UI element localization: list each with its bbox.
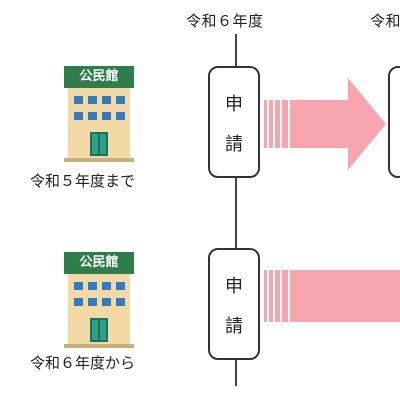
building-base [64,344,134,348]
community-center-icon: 公民館 [64,66,134,162]
window [74,282,83,290]
window [116,112,125,120]
arrow-top [264,78,386,170]
window [88,96,97,104]
window [102,282,111,290]
window [74,96,83,104]
window [74,112,83,120]
window [102,112,111,120]
window [74,298,83,306]
caption-until-r5: 令和５年度まで [30,172,136,190]
application-box: 申 請 [208,66,260,178]
building-body [68,88,130,158]
building-sign: 公民館 [64,252,134,274]
window [116,282,125,290]
window [88,298,97,306]
application-char-2: 請 [225,316,243,337]
window [116,298,125,306]
door [90,132,108,156]
caption-from-r6: 令和６年度から [30,354,136,372]
application-box: 申 請 [208,248,260,360]
window [88,282,97,290]
building-sign: 公民館 [64,66,134,88]
timeline-line [235,34,237,386]
application-char-2: 請 [225,134,243,155]
application-char-1: 申 [225,276,243,297]
window [88,112,97,120]
building-body [68,274,130,344]
building-base [64,158,134,162]
window [116,96,125,104]
year-header-next: 令和 [370,12,400,30]
arrow-bottom [264,270,400,322]
door [90,318,108,342]
year-header-r6: 令和６年度 [186,12,264,30]
next-step-box-fragment [388,66,400,178]
application-char-1: 申 [225,94,243,115]
community-center-icon: 公民館 [64,252,134,348]
window [102,96,111,104]
window [102,298,111,306]
